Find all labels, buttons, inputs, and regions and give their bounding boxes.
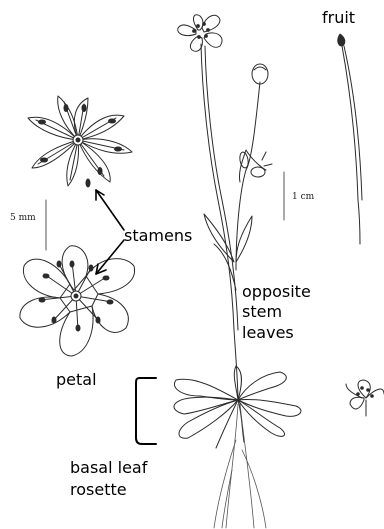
stamens-arrows (96, 190, 124, 274)
label-basal-rosette-line-2: rosette (70, 480, 127, 500)
plant-main (174, 15, 301, 528)
basal-rosette-bracket (136, 378, 156, 444)
label-petal: petal (56, 370, 97, 390)
label-basal-rosette-line-1: basal leaf (70, 458, 147, 478)
flower-detail-bottom (20, 246, 135, 356)
stem-leaves (204, 214, 252, 290)
label-stamens: stamens (124, 226, 192, 246)
label-stem-leaves-line-1: opposite (242, 282, 311, 302)
scale-label-1cm: 1 cm (292, 192, 314, 202)
top-flower (178, 15, 222, 51)
scale-label-5mm: 5 mm (10, 213, 36, 223)
partial-flower-right (346, 380, 384, 416)
flower-detail-top (28, 96, 132, 187)
label-stem-leaves-line-2: stem (242, 302, 282, 322)
label-fruit: fruit (322, 8, 355, 28)
fruit-drawing (338, 34, 362, 244)
label-stem-leaves-line-3: leaves (242, 323, 294, 343)
